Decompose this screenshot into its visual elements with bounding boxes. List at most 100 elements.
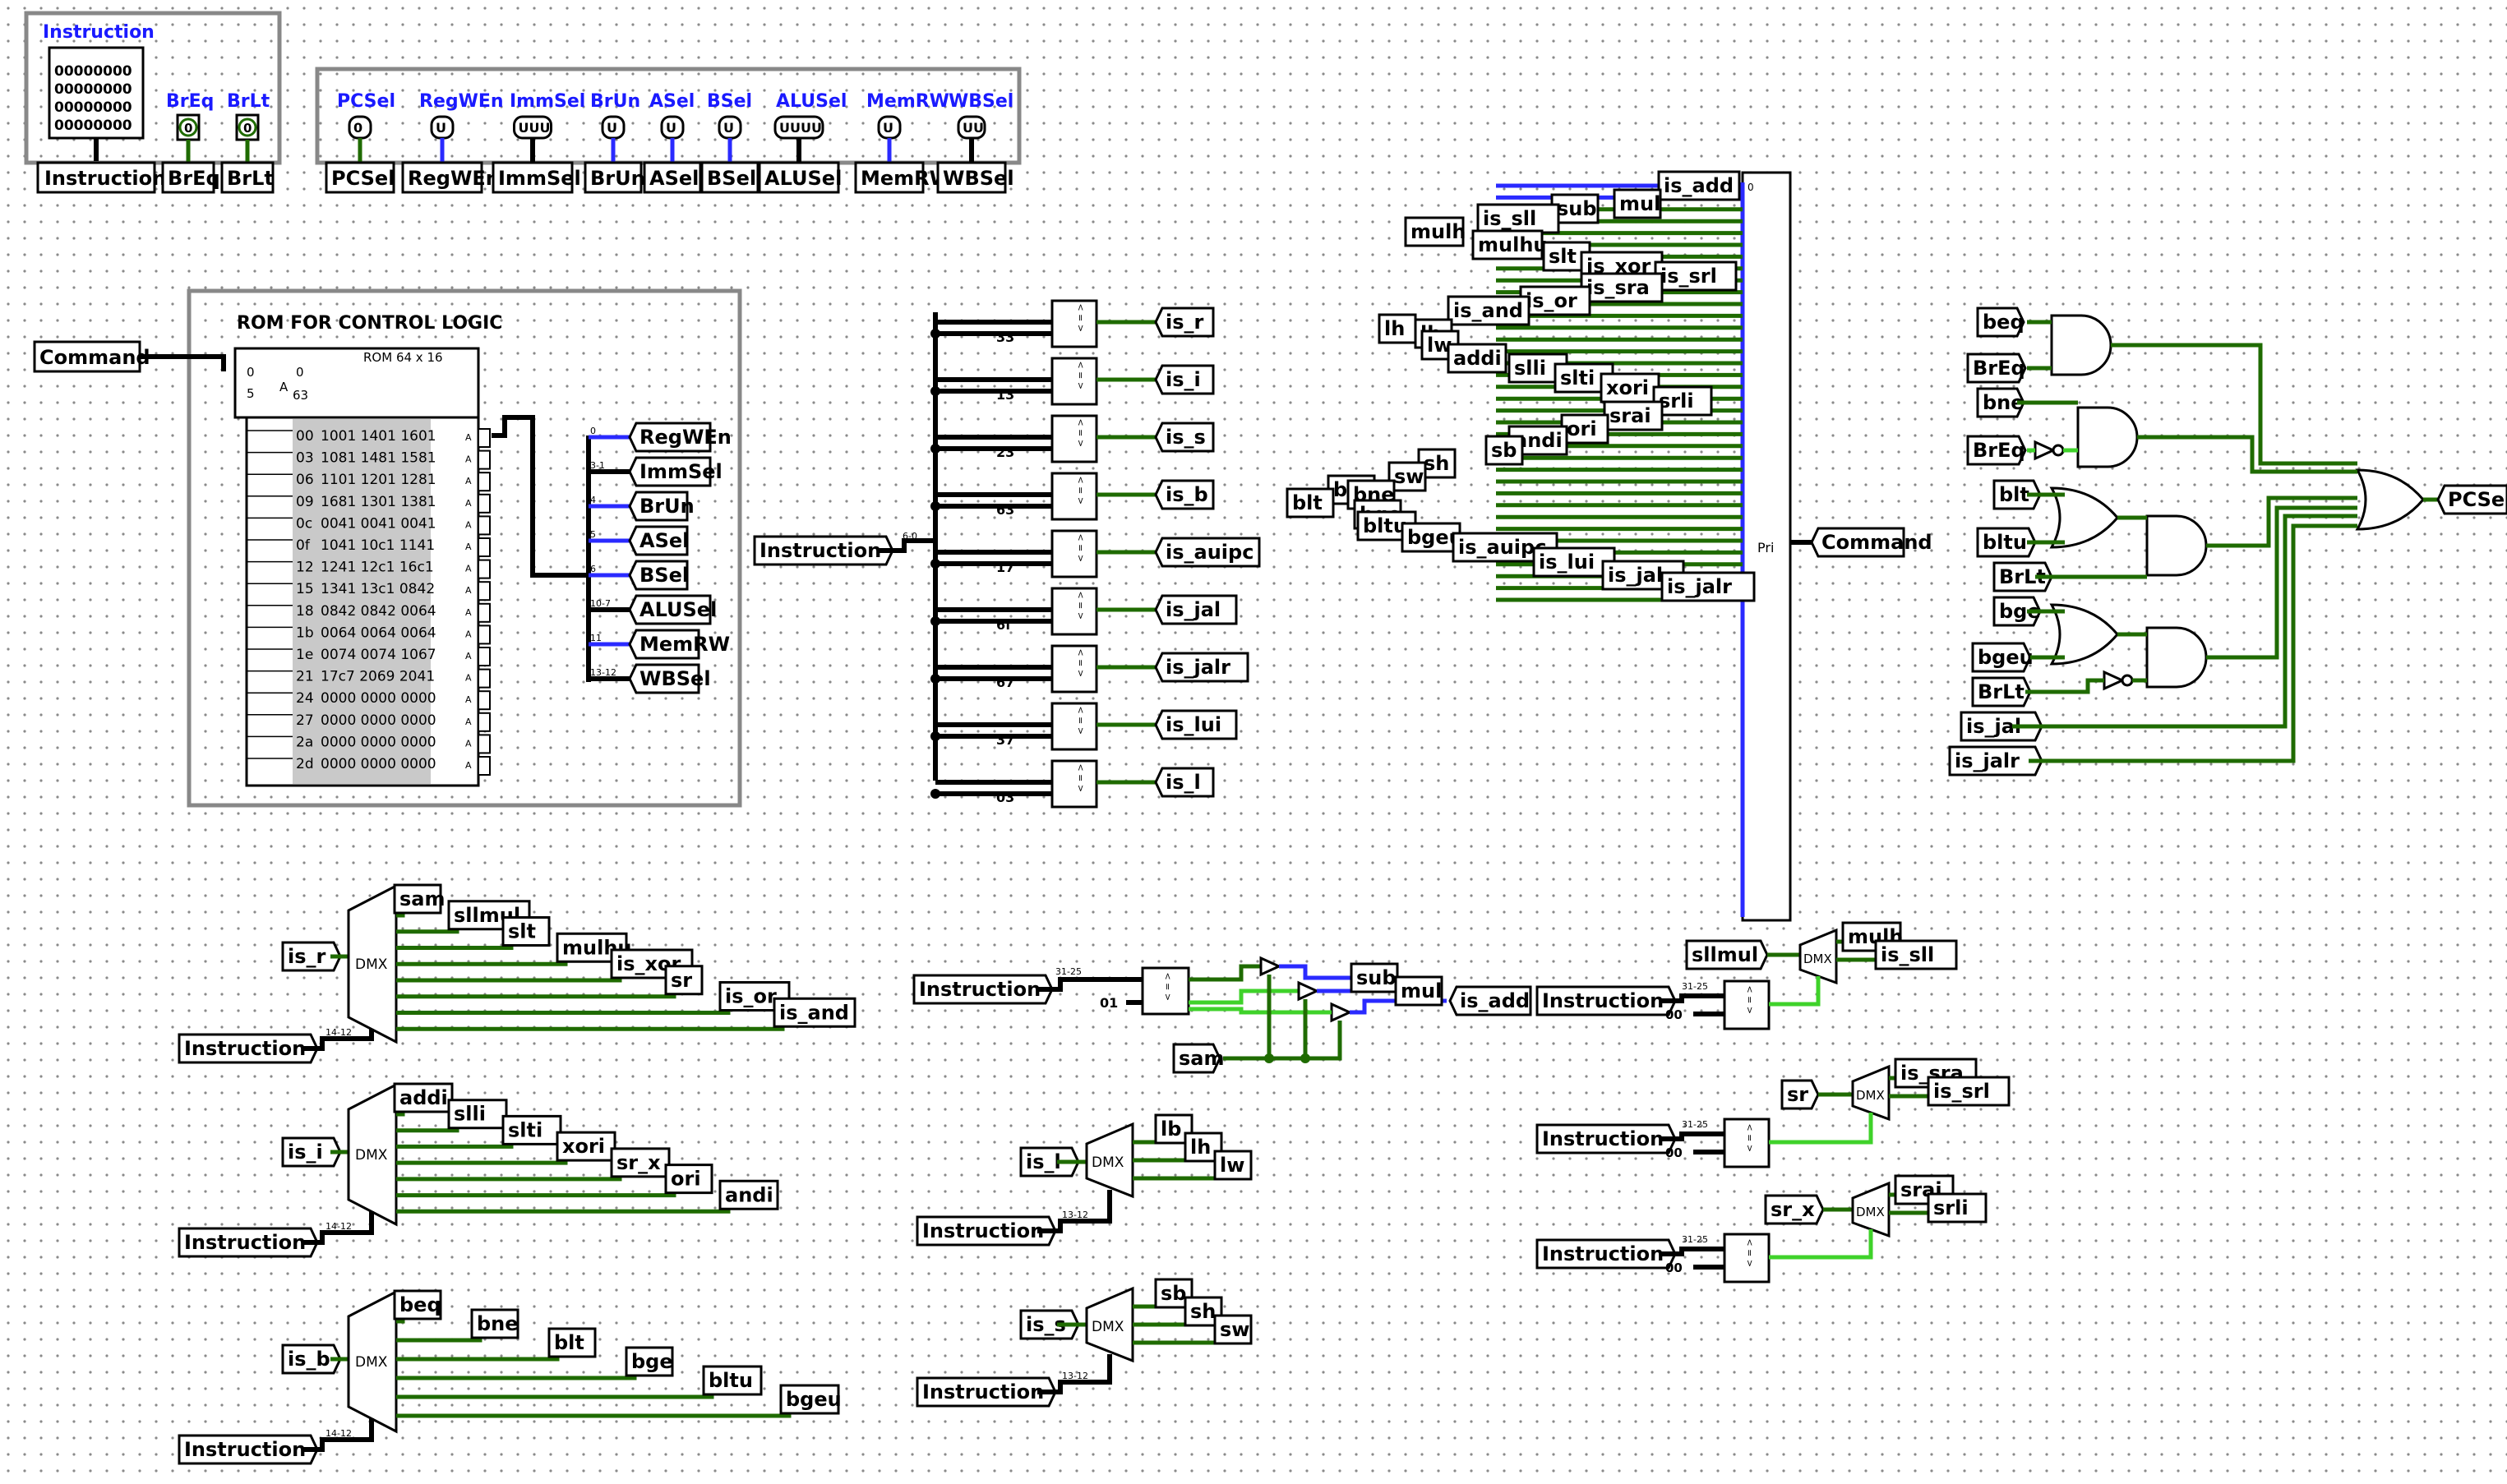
- instruction-tunnel-label: Instruction: [922, 1380, 1044, 1403]
- brlt-tunnel-label: BrLt: [227, 167, 274, 190]
- output-title: ImmSel: [510, 91, 585, 112]
- junction: [930, 789, 940, 799]
- splitter-bit-label: 11: [590, 633, 602, 643]
- encoder-input-tunnel-label: addi: [1453, 347, 1502, 370]
- comparator[interactable]: [1050, 299, 1098, 348]
- encoder-input-tunnel-label: slli: [1514, 357, 1546, 380]
- comparator[interactable]: [1050, 472, 1098, 521]
- comparator[interactable]: [1141, 966, 1190, 1016]
- and-gate: [2050, 314, 2112, 376]
- demux-output-tunnel-label: sb: [1161, 1282, 1186, 1305]
- encoder-input-tunnel-label: bltu: [1363, 514, 1407, 537]
- comparator[interactable]: [1723, 1233, 1771, 1284]
- rom-row-data: 0842 0842 0064: [321, 603, 436, 620]
- rom-output-tunnel: [628, 491, 689, 522]
- comparator-symbol: < = >: [1075, 706, 1086, 735]
- encoder-input-tunnel: [1286, 487, 1335, 518]
- demux[interactable]: [1085, 1286, 1134, 1363]
- demux-enable-tunnel: [1019, 1146, 1080, 1178]
- rom-output-tunnel: [628, 663, 700, 694]
- opcode-output-tunnel-label: is_s: [1166, 426, 1206, 449]
- rom-row-addr: 12: [296, 560, 314, 576]
- output-title: ASel: [649, 91, 695, 112]
- priority-encoder-body[interactable]: [1741, 171, 1792, 922]
- encoder-input-tunnel-label: is_jalr: [1667, 575, 1732, 598]
- splitter-bit-label: 5: [590, 529, 596, 540]
- rom-row-data: 1001 1401 1601: [321, 428, 436, 445]
- splitter-bit-label: 6-0: [903, 531, 917, 542]
- opcode-output-tunnel-label: is_r: [1166, 311, 1204, 334]
- comparator[interactable]: [1050, 702, 1098, 751]
- instruction-pin[interactable]: [48, 46, 145, 140]
- demux-label: DMX: [355, 1147, 388, 1164]
- encoder-input-tunnel-label: mulhu: [1478, 233, 1548, 256]
- wire: [2137, 435, 2357, 474]
- comparator[interactable]: [1050, 529, 1098, 578]
- pcsel-input-tunnel: [1976, 306, 2025, 338]
- comparator-symbol: < = >: [1744, 985, 1755, 1014]
- encoder-input-tunnel-label: srai: [1609, 404, 1651, 427]
- rom-section-frame: [187, 288, 742, 808]
- demux[interactable]: [1851, 1064, 1891, 1122]
- demux[interactable]: [347, 1289, 398, 1434]
- and-gate: [2145, 626, 2208, 689]
- demux[interactable]: [347, 1082, 398, 1227]
- encoder-input-tunnel-label: is_and: [1453, 299, 1523, 322]
- demux-label: DMX: [1856, 1205, 1885, 1219]
- opcode-output-tunnel-label: is_b: [1166, 483, 1208, 506]
- opcode-output-tunnel-label: is_auipc: [1166, 541, 1254, 564]
- demux-label: DMX: [355, 1354, 388, 1371]
- command-tunnel-label: Command: [1821, 531, 1932, 554]
- pcsel-input-tunnel: [1992, 561, 2053, 592]
- demux-output-tunnel-label: sh: [1190, 1300, 1216, 1323]
- instruction-tunnel-label: Instruction: [1542, 1127, 1664, 1150]
- asm-output-tunnel: [1448, 985, 1532, 1016]
- encoder-input-tunnel-label: slt: [1549, 245, 1577, 268]
- demux-label: DMX: [1092, 1319, 1124, 1335]
- instruction-bits-row: 00000000: [54, 63, 132, 80]
- pcsel-input-tunnel: [1971, 676, 2032, 707]
- demux-output-tunnel-label: slli: [454, 1103, 486, 1126]
- opcode-output-tunnel: [1154, 652, 1249, 683]
- rom-row-data: 17c7 2069 2041: [321, 669, 435, 685]
- comparator[interactable]: [1050, 357, 1098, 406]
- demux[interactable]: [347, 883, 398, 1044]
- comparator-symbol: < = >: [1744, 1123, 1755, 1152]
- rom-row-addr: 21: [296, 669, 314, 685]
- demux-label: DMX: [355, 956, 388, 973]
- wire: [2012, 514, 2357, 729]
- junction: [930, 559, 940, 569]
- encoder-input-tunnel-label: is_jal: [1608, 564, 1663, 587]
- comparator[interactable]: [1723, 1118, 1771, 1168]
- junction: [1300, 1053, 1310, 1063]
- or-gate: [2049, 603, 2119, 666]
- demux[interactable]: [1798, 928, 1838, 985]
- instruction-tunnel-label: Instruction: [1542, 1242, 1664, 1265]
- rom-output-pin-symbol: A: [465, 694, 472, 705]
- wire: [2027, 320, 2052, 371]
- junction: [930, 386, 940, 396]
- comparator[interactable]: [1050, 414, 1098, 463]
- output-pins: PCSel0PCSelRegWEnURegWEnImmSelUUUImmSelB…: [325, 91, 1014, 194]
- splitter-bit-label: 31-25: [1055, 966, 1082, 977]
- demux[interactable]: [1085, 1122, 1134, 1199]
- demux-output-tunnel-label: is_or: [725, 985, 777, 1008]
- rom-output-pin-symbol: A: [465, 607, 472, 618]
- comparator-symbol: < = >: [1075, 763, 1086, 792]
- pcsel-input-tunnel-label: blt: [1999, 483, 2029, 506]
- encoder-input-tunnel: [1613, 188, 1662, 219]
- opcode-output-tunnel-label: is_i: [1166, 368, 1201, 391]
- or-gate: [2355, 468, 2425, 531]
- comparator[interactable]: [1050, 587, 1098, 636]
- comparator[interactable]: [1050, 644, 1098, 694]
- comparator[interactable]: [1050, 759, 1098, 809]
- rom-output-tunnel-label: MemRW: [639, 633, 730, 656]
- demux-input-tunnel: [1685, 939, 1769, 970]
- demux-output-tunnel: [501, 916, 551, 947]
- demux[interactable]: [1851, 1181, 1891, 1238]
- demux-output-tunnel-label: andi: [725, 1183, 773, 1206]
- encoder-input-tunnel: [1404, 216, 1465, 247]
- command-tunnel: [1810, 527, 1905, 558]
